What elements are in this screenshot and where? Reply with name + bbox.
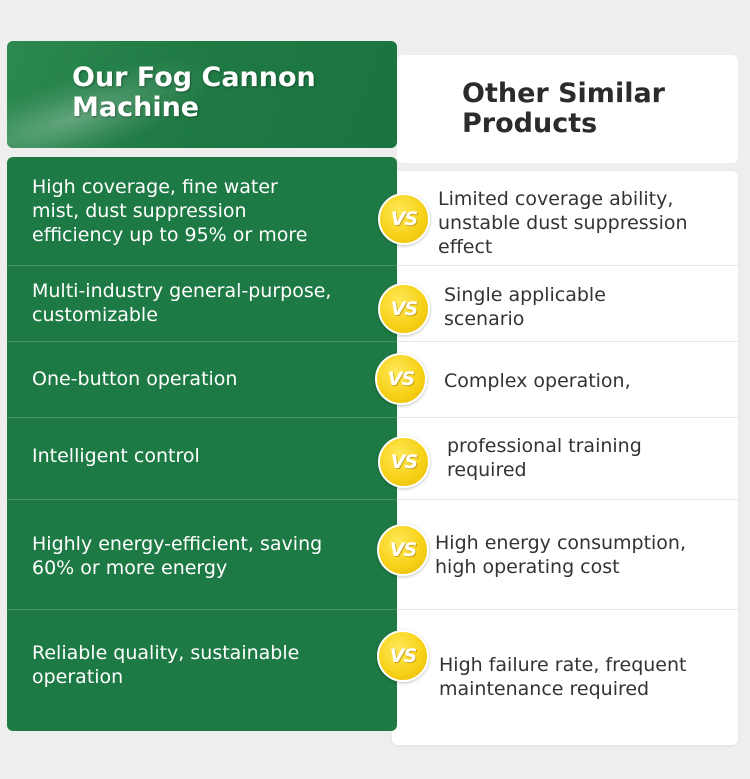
other-products-title: Other Similar Products	[462, 78, 665, 139]
comparison-row-other: professional training required	[392, 417, 738, 500]
other-feature-text: Single applicable scenario	[444, 284, 606, 330]
comparison-row-ours: Reliable quality, sustainable operation	[7, 609, 397, 731]
vs-badge-icon: VS	[378, 283, 430, 335]
comparison-row-other: Limited coverage ability, unstable dust …	[392, 171, 738, 266]
our-feature-text: Multi-industry general-purpose, customiz…	[32, 280, 332, 326]
comparison-row-ours: One-button operation	[7, 341, 397, 418]
other-feature-text: High energy consumption, high operating …	[435, 532, 687, 578]
our-product-list: High coverage, fine water mist, dust sup…	[7, 157, 397, 731]
comparison-row-ours: Intelligent control	[7, 417, 397, 500]
comparison-row-other: Complex operation,	[392, 341, 738, 418]
vs-badge-icon: VS	[377, 630, 429, 682]
vs-badge-icon: VS	[375, 353, 427, 405]
comparison-row-other: Single applicable scenario	[392, 265, 738, 342]
comparison-row-ours: High coverage, fine water mist, dust sup…	[7, 157, 397, 266]
our-feature-text: One-button operation	[32, 368, 238, 390]
other-feature-text: Limited coverage ability, unstable dust …	[438, 188, 688, 258]
our-feature-text: Intelligent control	[32, 445, 200, 467]
our-feature-text: Reliable quality, sustainable operation	[32, 642, 300, 688]
comparison-row-ours: Multi-industry general-purpose, customiz…	[7, 265, 397, 342]
comparison-row-ours: Highly energy-efficient, saving 60% or m…	[7, 499, 397, 610]
other-feature-text: High failure rate, frequent maintenance …	[439, 654, 687, 700]
our-feature-text: High coverage, fine water mist, dust sup…	[32, 176, 308, 246]
other-products-list: Limited coverage ability, unstable dust …	[392, 171, 738, 745]
our-product-title: Our Fog Cannon Machine	[72, 62, 316, 123]
other-products-header: Other Similar Products	[397, 55, 738, 163]
comparison-row-other: High energy consumption, high operating …	[392, 499, 738, 610]
our-feature-text: Highly energy-efficient, saving 60% or m…	[32, 533, 323, 579]
vs-badge-icon: VS	[377, 524, 429, 576]
vs-badge-icon: VS	[378, 436, 430, 488]
comparison-row-other: High failure rate, frequent maintenance …	[392, 609, 738, 745]
our-product-header: Our Fog Cannon Machine	[7, 41, 397, 148]
vs-badge-icon: VS	[378, 193, 430, 245]
other-feature-text: Complex operation,	[444, 370, 631, 392]
other-feature-text: professional training required	[447, 435, 642, 481]
